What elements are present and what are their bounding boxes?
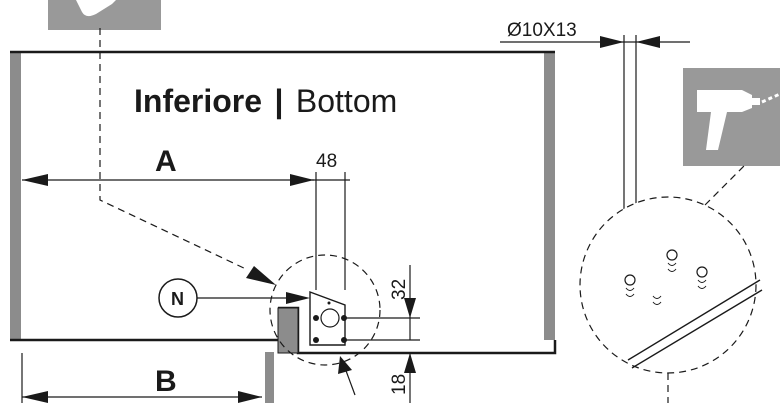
detail-magnified xyxy=(579,196,763,374)
detail-circle xyxy=(269,254,381,366)
door-leaf xyxy=(265,352,274,403)
arrow-a-right xyxy=(290,174,314,186)
arrow-18 xyxy=(404,353,416,373)
bottom-pointer-arrow xyxy=(338,356,352,374)
label-18: 18 xyxy=(389,374,410,395)
hinge-block xyxy=(277,307,299,354)
arrow-a-left xyxy=(22,174,48,186)
label-32: 32 xyxy=(389,279,410,300)
drill-icon xyxy=(683,68,780,166)
label-b: B xyxy=(155,365,177,398)
drill-arrow-right xyxy=(636,36,660,48)
leader-arrow xyxy=(246,266,276,285)
arrow-b-right xyxy=(238,391,262,403)
mounting-plate xyxy=(309,290,347,346)
detail-leader-top xyxy=(704,164,746,206)
arrow-b-left xyxy=(22,391,48,403)
drill-arrow-left xyxy=(600,36,624,48)
title-en: Bottom xyxy=(296,83,397,119)
cabinet-left-panel xyxy=(10,52,21,340)
leader-dashed xyxy=(99,28,249,271)
bottom-pointer-line xyxy=(344,367,356,396)
label-n: N xyxy=(171,289,184,309)
section-title: Inferiore | Bottom xyxy=(134,83,397,119)
label-a: A xyxy=(155,145,177,178)
cabinet-right-panel xyxy=(544,52,555,340)
label-drill: Ø10X13 xyxy=(507,20,577,41)
tool-icon xyxy=(48,0,161,30)
title-it: Inferiore xyxy=(134,83,262,119)
callout-n-arrow xyxy=(286,292,310,304)
label-48: 48 xyxy=(316,151,337,172)
title-separator: | xyxy=(274,83,283,119)
arrow-32 xyxy=(404,298,416,318)
